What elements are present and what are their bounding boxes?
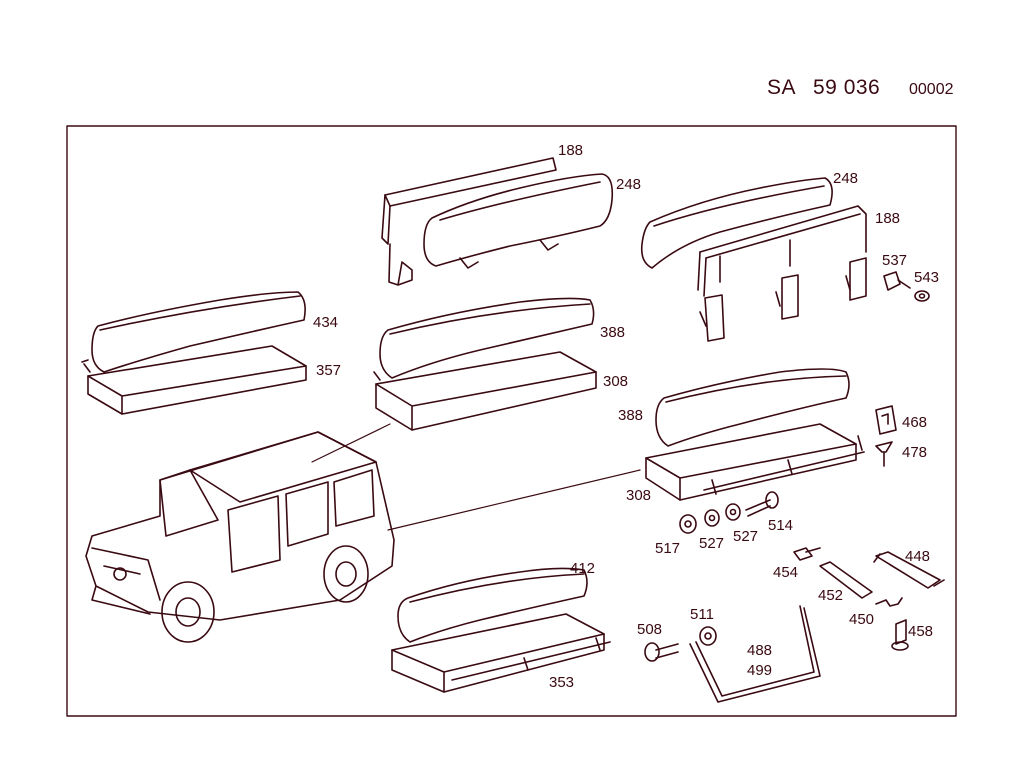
- screw-458: [891, 619, 909, 651]
- washer-527-a: [704, 509, 720, 527]
- backrest-frame-left: [381, 157, 557, 286]
- seat-cushion-388-right: [655, 368, 850, 447]
- label-454: 454: [773, 564, 798, 581]
- label-508: 508: [637, 621, 662, 638]
- label-511: 511: [690, 606, 714, 623]
- washer-511: [699, 626, 717, 646]
- label-527-a: 527: [699, 535, 724, 552]
- washer-527-b: [725, 503, 741, 521]
- label-543: 543: [914, 269, 939, 286]
- label-248-a: 248: [616, 176, 641, 193]
- strap-452: [819, 561, 873, 599]
- label-357: 357: [316, 362, 341, 379]
- seat-base-308-middle: [373, 351, 597, 431]
- backrest-cushion-right: [640, 177, 833, 269]
- bolt-514: [745, 491, 779, 517]
- label-448: 448: [905, 548, 930, 565]
- label-308-a: 308: [603, 373, 628, 390]
- seat-cushion-412: [397, 567, 588, 643]
- header-prefix: SA: [767, 76, 797, 99]
- backrest-frame-right: [697, 205, 867, 342]
- label-248-b: 248: [833, 170, 858, 187]
- label-188-a: 188: [558, 142, 583, 159]
- label-308-b: 308: [626, 487, 651, 504]
- washer-543: [914, 290, 930, 302]
- part-labels: 188 248 248 188 537 543 434 357 388 308 …: [313, 142, 939, 691]
- bracket-450: [875, 597, 903, 607]
- leader-line-top: [311, 423, 391, 463]
- screw-478: [875, 441, 893, 467]
- label-458: 458: [908, 623, 933, 640]
- label-353: 353: [549, 674, 574, 691]
- strap-448: [873, 551, 945, 589]
- backrest-cushion-left: [423, 173, 614, 269]
- label-499: 499: [747, 662, 772, 679]
- label-434: 434: [313, 314, 338, 331]
- label-514: 514: [768, 517, 793, 534]
- label-488: 488: [747, 642, 772, 659]
- label-412: 412: [570, 560, 595, 577]
- bolt-508: [644, 642, 679, 662]
- label-517: 517: [655, 540, 680, 557]
- header-number: 59 036: [813, 76, 881, 99]
- seat-base-353: [391, 613, 611, 693]
- diagram-frame: [66, 125, 957, 717]
- leader-line-mid: [387, 469, 641, 531]
- label-468: 468: [902, 414, 927, 431]
- bow-488-499: [689, 605, 821, 703]
- label-388-a: 388: [600, 324, 625, 341]
- label-537: 537: [882, 252, 907, 269]
- seat-base-308-right: [645, 423, 865, 501]
- label-388-b: 388: [618, 407, 643, 424]
- clip-468: [875, 405, 897, 435]
- label-452: 452: [818, 587, 843, 604]
- vehicle: [85, 431, 395, 643]
- bracket-454: [793, 547, 821, 561]
- seat-cushion-434: [91, 291, 306, 373]
- label-188-b: 188: [875, 210, 900, 227]
- washer-517: [679, 514, 697, 534]
- seat-cushion-388-middle: [379, 297, 595, 379]
- header-sheet: 00002: [909, 81, 954, 98]
- label-478: 478: [902, 444, 927, 461]
- seat-base-357: [81, 345, 307, 415]
- label-527-b: 527: [733, 528, 758, 545]
- bolt-537: [883, 271, 911, 291]
- label-450: 450: [849, 611, 874, 628]
